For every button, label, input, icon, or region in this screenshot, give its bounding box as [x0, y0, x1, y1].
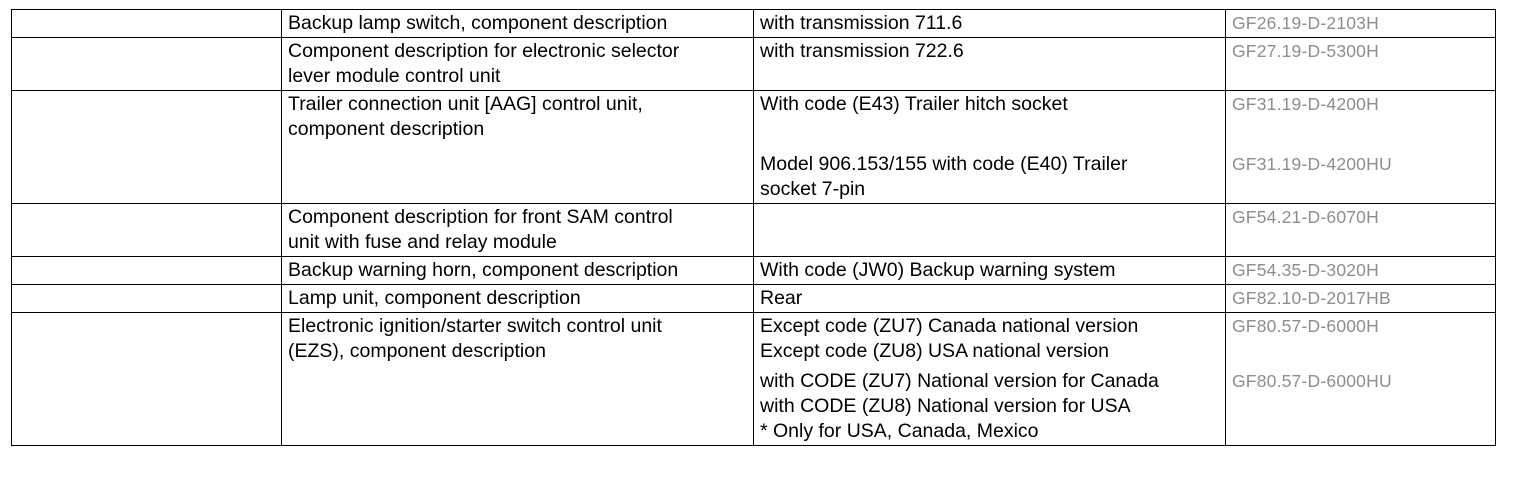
document-link[interactable]: GF80.57-D-6000H [1232, 316, 1379, 336]
document-cell: GF80.57-D-6000H GF80.57-D-6000HU [1225, 312, 1496, 446]
document-link[interactable]: GF31.19-D-4200H [1232, 94, 1379, 114]
document-link[interactable]: GF54.35-D-3020H [1232, 260, 1379, 280]
document-cell: GF54.21-D-6070H [1225, 203, 1496, 257]
component-cell: Backup lamp switch, component descriptio… [281, 9, 754, 38]
table-row: Backup lamp switch, component descriptio… [11, 9, 1496, 38]
blank-cell [11, 284, 282, 313]
blank-cell [11, 203, 282, 257]
table-row: Component description for electronic sel… [11, 37, 1496, 91]
document-cell: GF27.19-D-5300H [1225, 37, 1496, 91]
document-cell: GF82.10-D-2017HB [1225, 284, 1496, 313]
condition-cell: with transmission 711.6 [753, 9, 1226, 38]
component-line: Lamp unit, component description [288, 287, 581, 309]
component-cell: Component description for electronic sel… [281, 37, 754, 91]
document-link[interactable]: GF26.19-D-2103H [1232, 13, 1379, 33]
condition-line: with transmission 722.6 [760, 40, 964, 62]
condition-line: Model 906.153/155 with code (E40) Traile… [760, 153, 1128, 175]
component-cell: Electronic ignition/starter switch contr… [281, 312, 754, 446]
document-cell: GF54.35-D-3020H [1225, 256, 1496, 285]
footnote-line: * Only for USA, Canada, Mexico [760, 420, 1039, 442]
document-link[interactable]: GF80.57-D-6000HU [1232, 371, 1392, 391]
condition-line: with transmission 711.6 [760, 12, 963, 34]
component-cell: Backup warning horn, component descripti… [281, 256, 754, 285]
condition-line: with CODE (ZU7) National version for Can… [760, 370, 1159, 392]
component-line: Component description for front SAM cont… [288, 206, 673, 228]
condition-line: Except code (ZU7) Canada national versio… [760, 315, 1139, 337]
component-line: Component description for electronic sel… [288, 40, 680, 62]
component-reference-table: Backup lamp switch, component descriptio… [11, 9, 1496, 446]
spacer [760, 117, 1220, 142]
blank-cell [11, 37, 282, 91]
blank-cell [11, 312, 282, 446]
document-link[interactable]: GF27.19-D-5300H [1232, 41, 1379, 61]
document-link[interactable]: GF31.19-D-4200HU [1232, 154, 1392, 174]
component-line: component description [288, 118, 485, 140]
component-cell: Trailer connection unit [AAG] control un… [281, 90, 754, 204]
component-cell: Component description for front SAM cont… [281, 203, 754, 257]
component-line: Electronic ignition/starter switch contr… [288, 315, 662, 337]
blank-cell [11, 9, 282, 38]
condition-cell: With code (E43) Trailer hitch socket Mod… [753, 90, 1226, 204]
spacer [1232, 339, 1490, 364]
table-row: Backup warning horn, component descripti… [11, 256, 1496, 285]
component-line: lever module control unit [288, 65, 501, 87]
condition-line: With code (E43) Trailer hitch socket [760, 93, 1068, 115]
document-link[interactable]: GF54.21-D-6070H [1232, 207, 1379, 227]
condition-cell: Rear [753, 284, 1226, 313]
condition-cell: Except code (ZU7) Canada national versio… [753, 312, 1226, 446]
blank-cell [11, 256, 282, 285]
condition-line: Rear [760, 287, 803, 309]
table-row: Electronic ignition/starter switch contr… [11, 312, 1496, 446]
condition-line: With code (JW0) Backup warning system [760, 259, 1116, 281]
component-line: (EZS), component description [288, 340, 546, 362]
table-row: Trailer connection unit [AAG] control un… [11, 90, 1496, 204]
blank-cell [11, 90, 282, 204]
condition-cell: with transmission 722.6 [753, 37, 1226, 91]
table-row: Component description for front SAM cont… [11, 203, 1496, 257]
component-cell: Lamp unit, component description [281, 284, 754, 313]
condition-cell [753, 203, 1226, 257]
condition-line: socket 7-pin [760, 178, 866, 200]
document-cell: GF31.19-D-4200H GF31.19-D-4200HU [1225, 90, 1496, 204]
table-row: Lamp unit, component description Rear GF… [11, 284, 1496, 313]
document-cell: GF26.19-D-2103H [1225, 9, 1496, 38]
component-line: unit with fuse and relay module [288, 231, 557, 253]
condition-line: Except code (ZU8) USA national version [760, 340, 1110, 362]
spacer [1232, 117, 1490, 142]
component-line: Backup warning horn, component descripti… [288, 259, 679, 281]
condition-cell: With code (JW0) Backup warning system [753, 256, 1226, 285]
condition-line: with CODE (ZU8) National version for USA [760, 395, 1131, 417]
component-line: Backup lamp switch, component descriptio… [288, 12, 668, 34]
component-line: Trailer connection unit [AAG] control un… [288, 93, 643, 115]
document-link[interactable]: GF82.10-D-2017HB [1232, 288, 1391, 308]
